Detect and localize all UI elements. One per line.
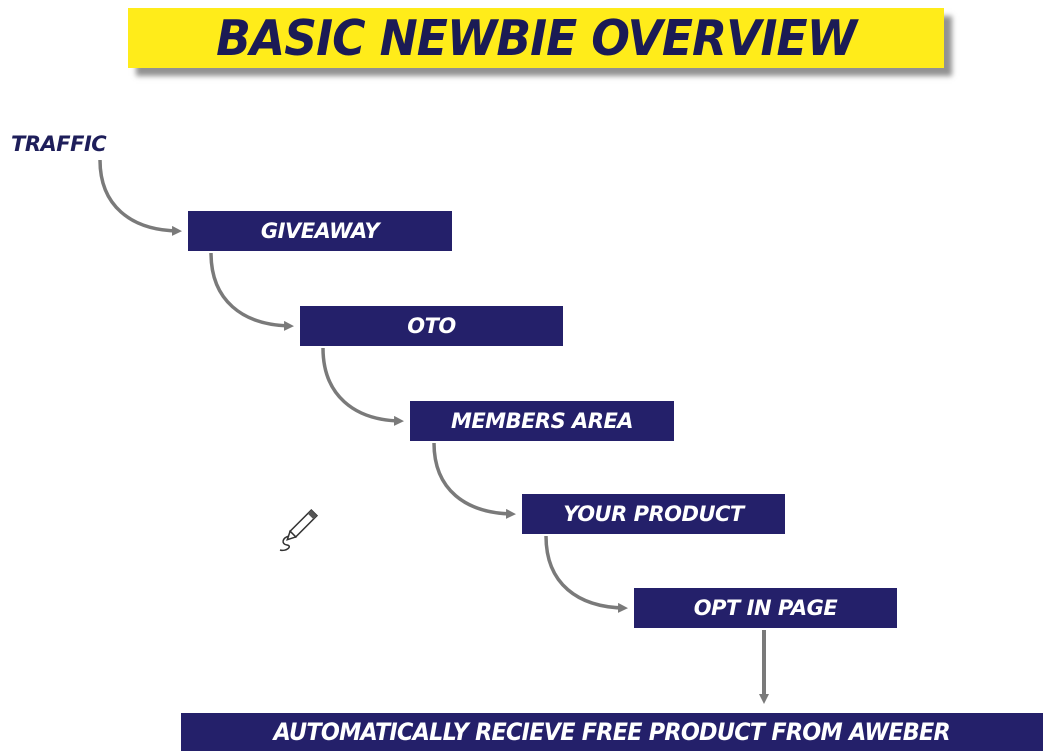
step-oto: OTO bbox=[300, 306, 563, 346]
step-opt-in-page: OPT IN PAGE bbox=[634, 588, 897, 628]
step-final-autoresponder: AUTOMATICALLY RECIEVE FREE PRODUCT FROM … bbox=[181, 713, 1043, 751]
pencil-icon bbox=[286, 508, 319, 541]
arrow-traffic-to-giveaway bbox=[98, 159, 182, 236]
arrow-oto-to-members bbox=[321, 347, 404, 426]
arrow-product-to-optin bbox=[544, 535, 628, 613]
step-giveaway: GIVEAWAY bbox=[188, 211, 452, 251]
traffic-label: TRAFFIC bbox=[11, 132, 107, 156]
diagram-title: BASIC NEWBIE OVERVIEW bbox=[215, 9, 857, 67]
final-step-label: AUTOMATICALLY RECIEVE FREE PRODUCT FROM … bbox=[273, 718, 951, 746]
step-your-product: YOUR PRODUCT bbox=[522, 494, 785, 534]
step-members-area: MEMBERS AREA bbox=[410, 401, 674, 441]
title-banner: BASIC NEWBIE OVERVIEW bbox=[128, 8, 944, 68]
arrow-giveaway-to-oto bbox=[209, 252, 294, 331]
arrow-members-to-product bbox=[432, 442, 516, 519]
pencil-scribble bbox=[279, 535, 291, 552]
